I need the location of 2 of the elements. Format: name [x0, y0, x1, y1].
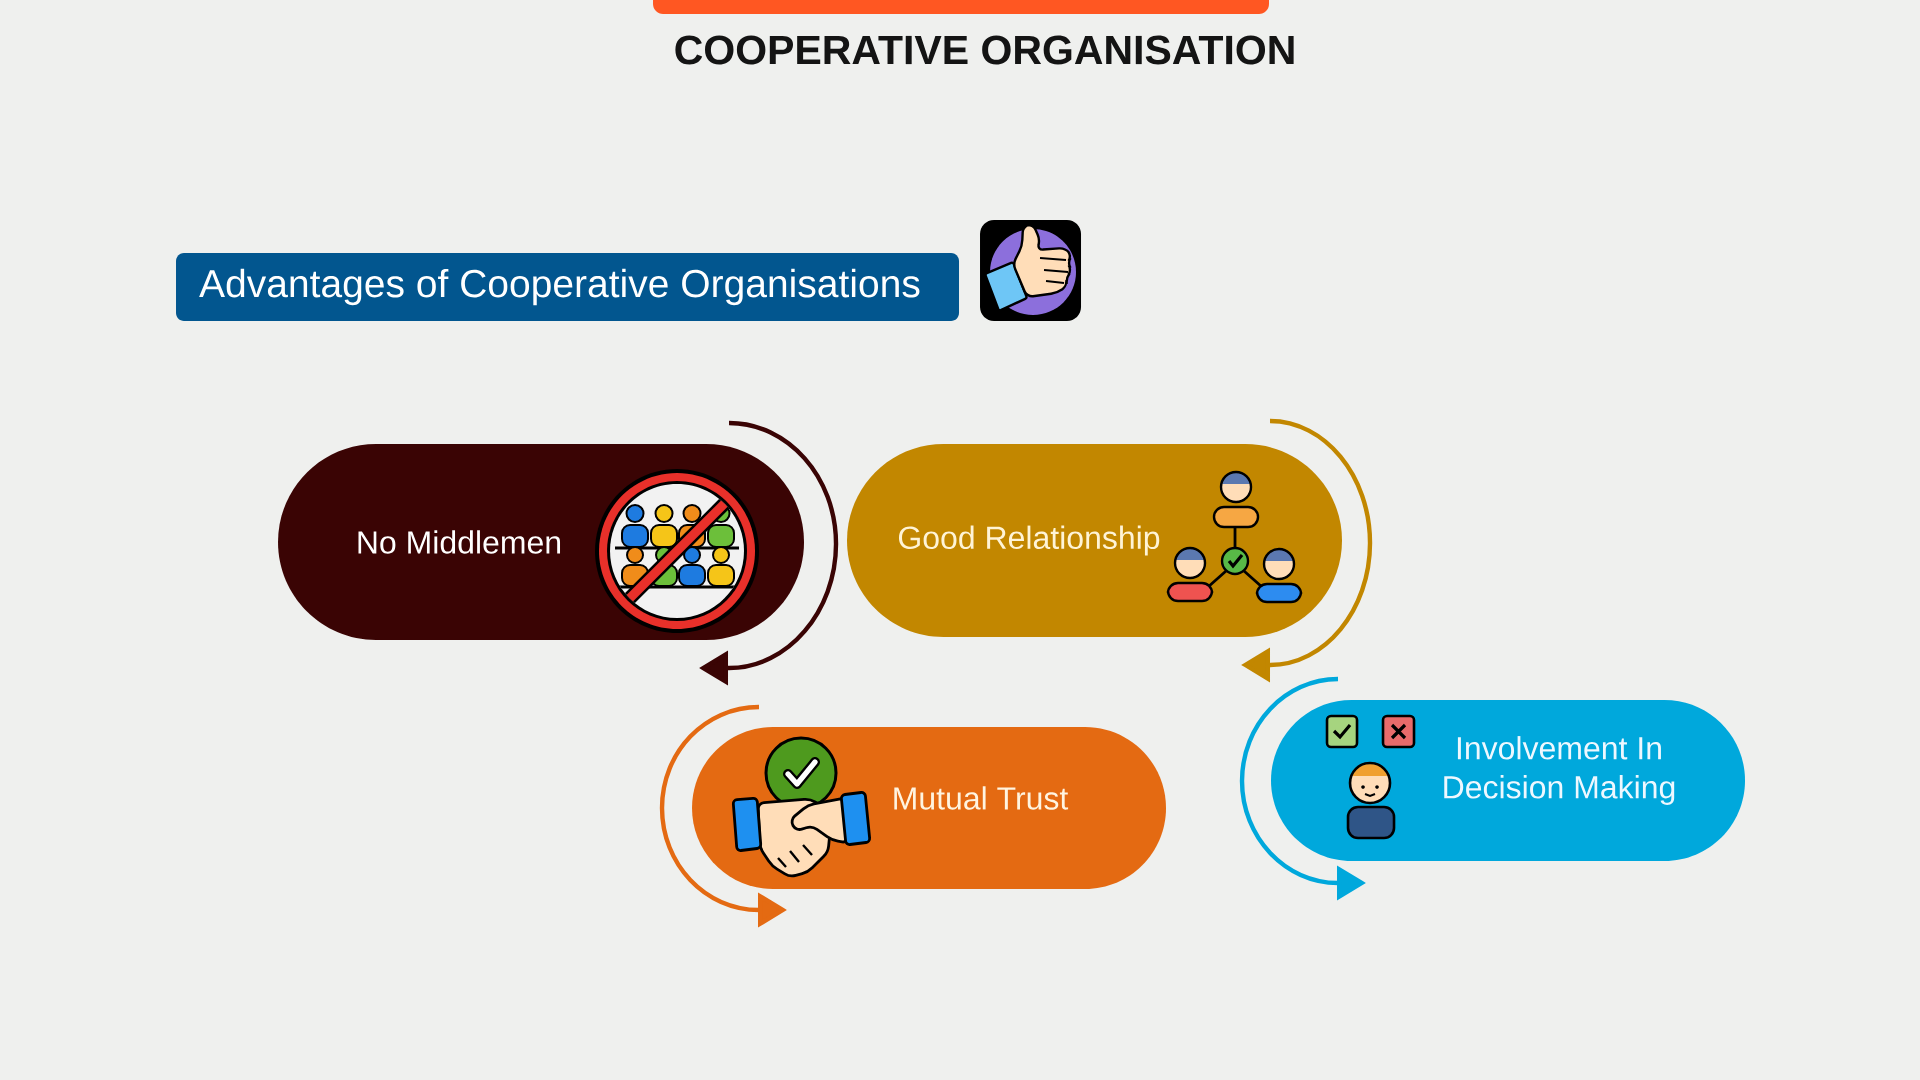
heading-banner: Advantages of Cooperative Organisations: [176, 253, 959, 321]
title: COOPERATIVE ORGANISATION: [675, 35, 1294, 65]
